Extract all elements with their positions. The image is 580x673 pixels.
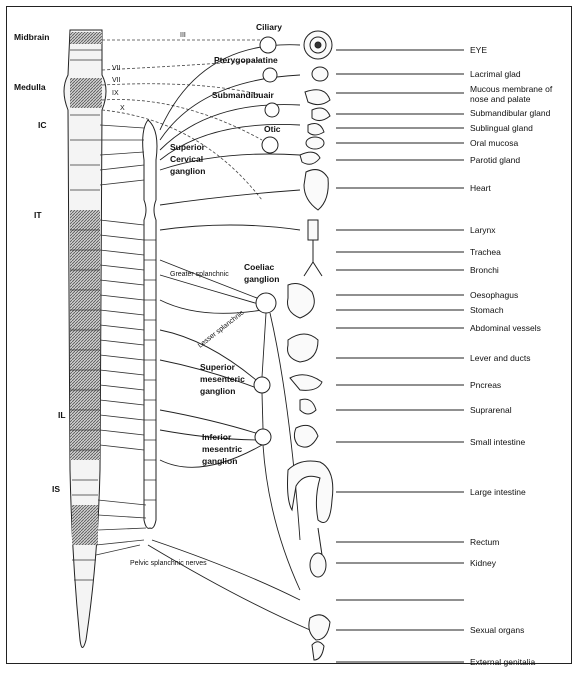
- organ-label-mucous-2: nose and palate: [470, 94, 531, 104]
- coeliac-label-1: Coeliac: [244, 262, 275, 272]
- organ-label-eye: EYE: [470, 45, 487, 55]
- organ-label-oral-mucosa: Oral mucosa: [470, 138, 518, 148]
- superior-mesenteric-ganglion: [254, 377, 270, 393]
- organ-label-small-intestine: Small intestine: [470, 437, 526, 447]
- organ-label-abdominal-vessels: Abdominal vessels: [470, 323, 541, 333]
- rectum-icon: [318, 528, 322, 555]
- inferior-mesenteric-label-2: mesentric: [202, 444, 242, 454]
- liver-icon: [288, 334, 319, 362]
- ciliary-ganglion: [260, 37, 276, 53]
- heart-icon: [304, 170, 328, 210]
- trachea-bronchi-icon: [304, 240, 322, 276]
- superior-mesenteric-label-1: Superior: [200, 362, 236, 372]
- superior-cervical-label-1: Superior: [170, 142, 206, 152]
- organ-label-lacrimal: Lacrimal glad: [470, 69, 521, 79]
- sacral-segment: [72, 505, 98, 545]
- oral-mucosa-icon: [306, 137, 324, 149]
- organ-label-suprarenal: Suprarenal: [470, 405, 512, 415]
- kidney-icon: [310, 553, 326, 577]
- spinal-cord: [64, 30, 106, 648]
- organ-label-pancreas: Pncreas: [470, 380, 501, 390]
- cn-vii-b-label: VII: [112, 77, 121, 84]
- medulla-label: Medulla: [14, 82, 46, 92]
- pelvic-splanchnic-label: Pelvic splanchnic nerves: [130, 560, 207, 567]
- lacrimal-gland-icon: [312, 67, 328, 81]
- superior-cervical-label-2: Cervical: [170, 154, 203, 164]
- superior-cervical-label-3: ganglion: [170, 166, 205, 176]
- submandibular-gland-icon: [312, 108, 330, 121]
- sublingual-gland-icon: [308, 124, 324, 135]
- organ-label-trachea: Trachea: [470, 247, 501, 257]
- organ-label-external-genitalia: External genitalia: [470, 657, 535, 667]
- cn-iii-label: III: [180, 32, 186, 39]
- organ-label-large-intestine: Large intestine: [470, 487, 526, 497]
- organ-label-oesophagus: Oesophagus: [470, 290, 518, 300]
- inferior-mesenteric-ganglion: [255, 429, 271, 445]
- organ-label-sexual-organs: Sexual organs: [470, 625, 524, 635]
- inferior-mesenteric-label-3: ganglion: [202, 456, 237, 466]
- pterygopalatine-ganglion: [263, 68, 277, 82]
- small-intestine-icon: [294, 425, 318, 447]
- external-genitalia-icon: [312, 642, 324, 660]
- sympathetic-chain: [143, 120, 157, 528]
- organ-label-parotid: Parotid gland: [470, 155, 520, 165]
- nose-mucosa-icon: [305, 90, 330, 105]
- eye-icon: [304, 31, 332, 59]
- is-label: IS: [52, 484, 60, 494]
- otic-ganglion: [262, 137, 278, 153]
- medulla-segment: [70, 78, 102, 108]
- organ-label-sublingual: Sublingual gland: [470, 123, 533, 133]
- postganglionic-fibres: [148, 45, 310, 630]
- inferior-mesenteric-label-1: Inferior: [202, 432, 232, 442]
- superior-mesenteric-label-2: mesenteric: [200, 374, 245, 384]
- greater-splanchnic-label: Greater splanchnic: [170, 271, 229, 278]
- coeliac-label-2: ganglion: [244, 274, 279, 284]
- organ-label-submandibular: Submandibular gland: [470, 108, 551, 118]
- rami-communicantes: [96, 125, 146, 555]
- cn-ix-label: IX: [112, 90, 119, 97]
- sexual-organs-icon: [309, 615, 330, 640]
- pancreas-icon: [290, 375, 322, 391]
- cn-vii-a-label: VII: [112, 65, 121, 72]
- pterygopalatine-label: Pterygopalatine: [214, 55, 278, 65]
- midbrain-segment: [70, 32, 102, 44]
- cn-x-label: X: [120, 105, 125, 112]
- thoracolumbar-segment: [70, 210, 100, 460]
- it-label: IT: [34, 210, 42, 220]
- superior-mesenteric-label-3: ganglion: [200, 386, 235, 396]
- leader-lines: [336, 50, 464, 662]
- organ-label-bronchi: Bronchi: [470, 265, 499, 275]
- submandibular-label: Submandibuair: [212, 90, 275, 100]
- suprarenal-icon: [300, 399, 316, 414]
- midbrain-label: Midbrain: [14, 32, 49, 42]
- larynx-icon: [308, 220, 318, 240]
- ic-label: IC: [38, 120, 47, 130]
- coeliac-ganglion: [256, 293, 276, 313]
- organ-label-heart: Heart: [470, 183, 491, 193]
- organ-label-liver: Lever and ducts: [470, 353, 530, 363]
- lesser-splanchnic-label: Lesser splanchnic: [197, 309, 246, 349]
- ciliary-label: Ciliary: [256, 22, 282, 32]
- stomach-icon: [288, 284, 315, 318]
- large-intestine-icon: [288, 461, 333, 523]
- organ-label-kidney: Kidney: [470, 558, 497, 568]
- organ-label-larynx: Larynx: [470, 225, 496, 235]
- organ-label-rectum: Rectum: [470, 537, 499, 547]
- otic-label: Otic: [264, 124, 281, 134]
- submandibular-ganglion: [265, 103, 279, 117]
- parotid-gland-icon: [300, 152, 320, 164]
- organ-label-stomach: Stomach: [470, 305, 504, 315]
- organ-label-mucous-1: Mucous membrane of: [470, 84, 553, 94]
- il-label: IL: [58, 410, 66, 420]
